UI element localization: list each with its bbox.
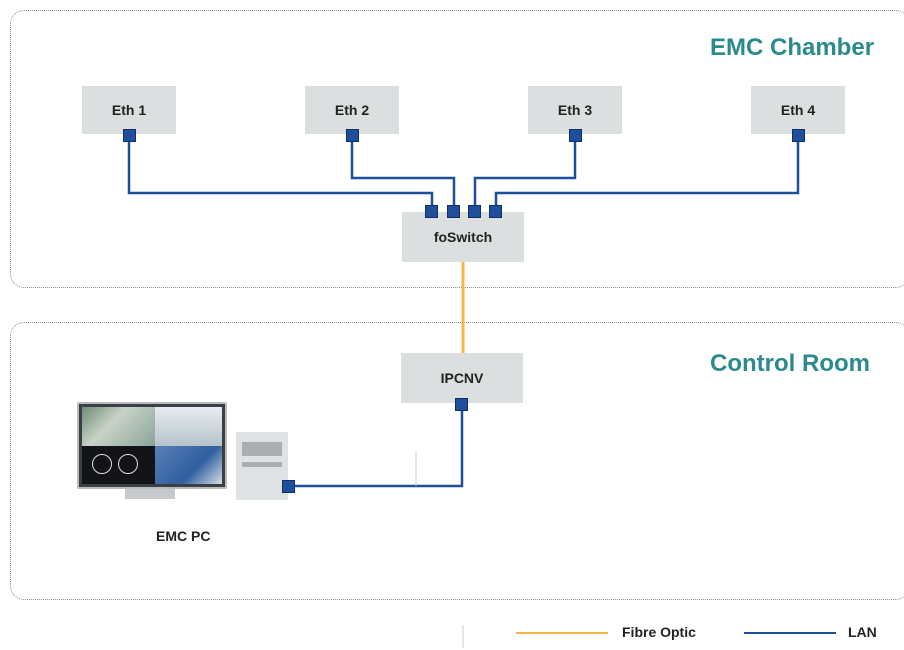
eth1-port — [123, 129, 136, 142]
lan-eth2 — [350, 141, 456, 210]
legend-lan-line — [744, 632, 836, 634]
eth4-port — [792, 129, 805, 142]
monitor-stand — [125, 489, 175, 499]
eth1-label: Eth 1 — [111, 102, 147, 118]
legend-lan-label: LAN — [848, 624, 877, 640]
ipcnv-label: IPCNV — [440, 370, 484, 386]
eth2-device: Eth 2 — [305, 86, 399, 134]
gauge-icon — [92, 453, 112, 474]
eth4-device: Eth 4 — [751, 86, 845, 134]
gauge-icon — [118, 453, 138, 474]
foswitch-device: foSwitch — [402, 212, 524, 262]
eth3-device: Eth 3 — [528, 86, 622, 134]
drive-bay — [242, 462, 282, 467]
ipcnv-device: IPCNV — [401, 353, 523, 403]
foswitch-label: foSwitch — [433, 229, 493, 245]
foswitch-port-4 — [489, 205, 502, 218]
foswitch-port-2 — [447, 205, 460, 218]
foswitch-port-3 — [468, 205, 481, 218]
legend-fibre-line — [516, 632, 608, 634]
pc-tower — [236, 432, 288, 500]
control-room-title: Control Room — [710, 350, 870, 377]
emc-chamber-title: EMC Chamber — [710, 34, 875, 61]
eth2-port — [346, 129, 359, 142]
screen-panel-tr — [154, 407, 222, 446]
legend-fibre-label: Fibre Optic — [622, 624, 696, 640]
drive-bay — [242, 442, 282, 456]
lan-ipcnv-pc — [293, 409, 464, 488]
control-room-zone — [10, 322, 904, 600]
screen-panel-br — [154, 445, 222, 484]
screen-panel-bl — [82, 445, 155, 484]
monitor-screen — [82, 407, 222, 484]
lan-eth1 — [127, 141, 434, 210]
eth3-port — [569, 129, 582, 142]
pc-port — [282, 480, 295, 493]
screen-panel-tl — [82, 407, 155, 446]
lan-eth4 — [494, 141, 800, 210]
eth2-label: Eth 2 — [334, 102, 370, 118]
emc-pc-label: EMC PC — [156, 528, 211, 544]
eth1-device: Eth 1 — [82, 86, 176, 134]
eth3-label: Eth 3 — [557, 102, 593, 118]
foswitch-port-1 — [425, 205, 438, 218]
ipcnv-port — [455, 398, 468, 411]
lan-eth3 — [473, 141, 577, 210]
emc-chamber-zone — [10, 10, 904, 288]
monitor — [77, 402, 227, 489]
eth4-label: Eth 4 — [780, 102, 816, 118]
